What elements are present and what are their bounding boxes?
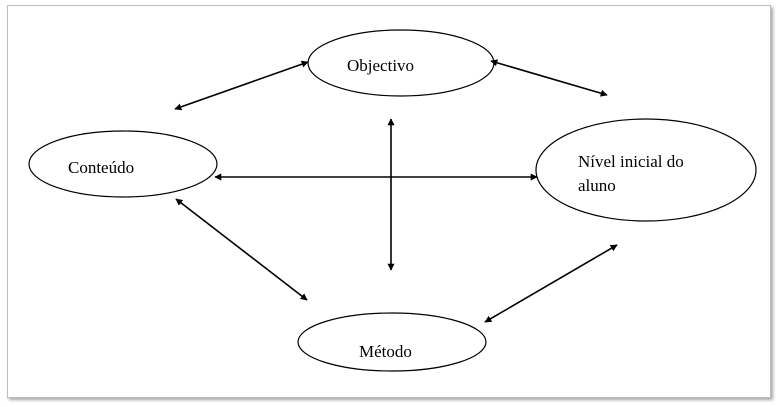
objectivo-label: Objectivo [347, 56, 414, 75]
nivel-inicial-node [535, 118, 757, 222]
nivel-inicial-label-line2: aluno [578, 176, 616, 195]
arrow-objectivo-nivel [490, 59, 608, 97]
conteudo-node [28, 130, 218, 198]
nivel-inicial-label-line1: Nível inicial do [578, 152, 684, 171]
conteudo-label: Conteúdo [68, 158, 134, 177]
arrow-metodo-nivel [484, 244, 618, 323]
arrow-conteudo-objectivo [174, 60, 309, 111]
metodo-label: Método [359, 342, 412, 361]
arrow-conteudo-metodo [175, 198, 308, 301]
metodo-node [297, 312, 487, 372]
